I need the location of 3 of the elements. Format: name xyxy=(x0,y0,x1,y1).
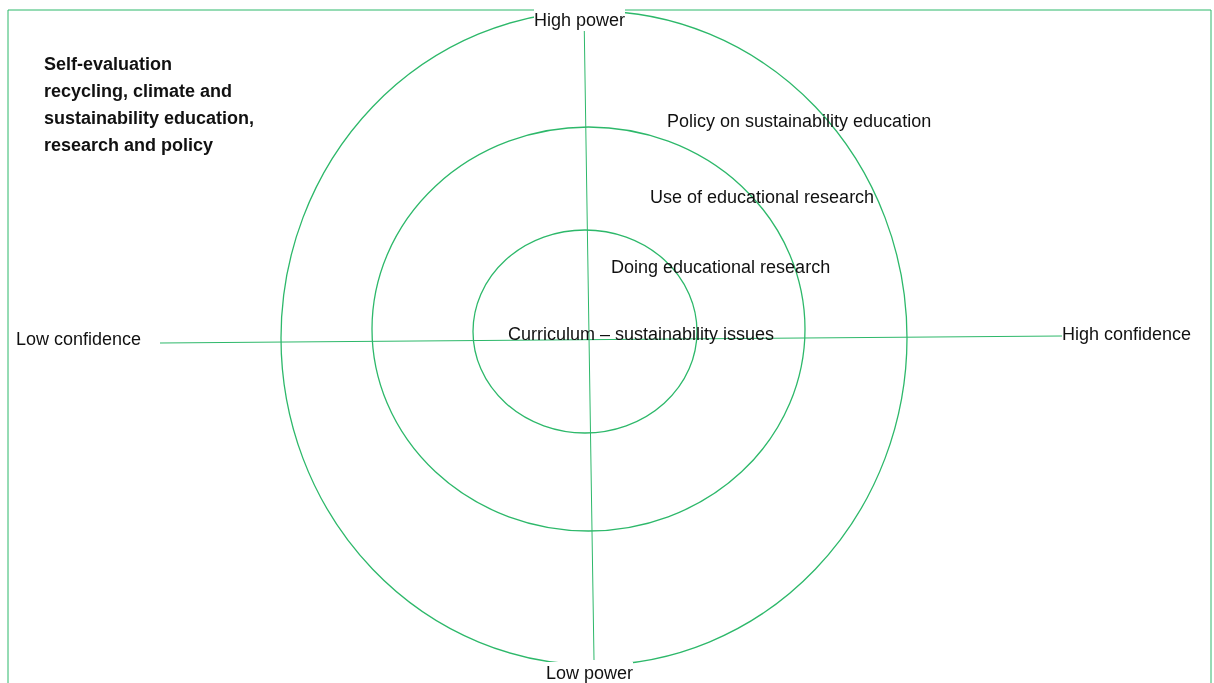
axis-label: Low power xyxy=(546,662,634,683)
axis-label: High power xyxy=(534,9,626,31)
title-text: Self-evaluation recycling, climate and sustainability education, research and policy xyxy=(44,53,256,157)
